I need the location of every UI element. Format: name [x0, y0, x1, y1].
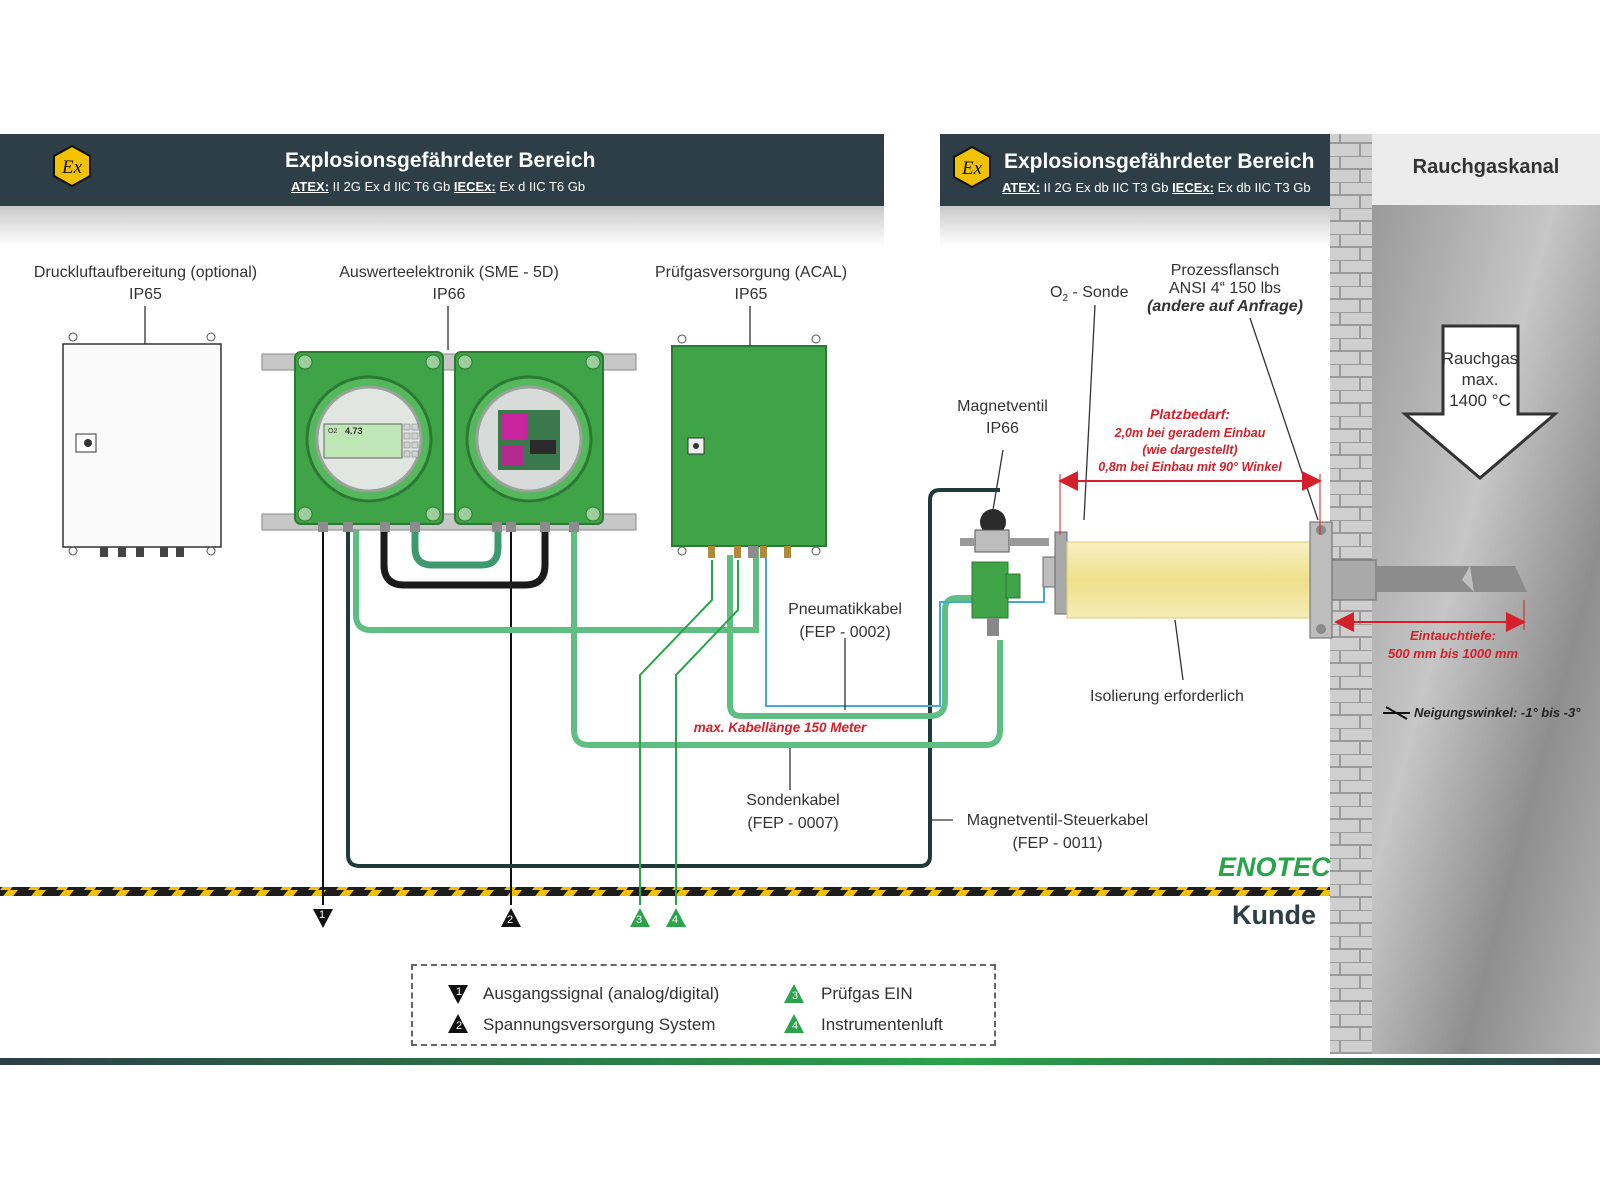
- duct-title: Rauchgaskanal: [1412, 156, 1560, 178]
- pneumatic-cable-label: Pneumatikkabel(FEP - 0002): [788, 601, 902, 641]
- cable-internal-black: [380, 518, 549, 589]
- space-title: Platzbedarf:: [1149, 406, 1231, 422]
- banner-left-title: Explosionsgefährdeter Bereich: [285, 149, 596, 172]
- cable-pneumatic-loop: [353, 518, 759, 633]
- banner-left: Ex Explosionsgefährdeter Bereich ATEX: I…: [0, 134, 884, 206]
- banner-left-shadow: [0, 206, 884, 246]
- banner-right-shadow: [940, 206, 1330, 246]
- ex-hazard-icon: Ex: [953, 145, 991, 189]
- gas-flow-arrow: [1400, 324, 1560, 480]
- legend-triangle-4: [784, 1014, 804, 1033]
- electronics-label: Auswerteelektronik (SME - 5D)IP66: [339, 264, 559, 303]
- display-value: 4.73: [345, 426, 363, 436]
- immersion-label: Eintauchtiefe:500 mm bis 1000 mm: [1387, 628, 1519, 661]
- legend-num-1: 1: [456, 986, 463, 998]
- insulation-label: Isolierung erforderlich: [1090, 688, 1244, 705]
- conn-num-1: 1: [319, 909, 326, 921]
- legend-label-1: Ausgangssignal (analog/digital): [483, 984, 720, 1003]
- space-details: 2,0m bei geradem Einbau(wie dargestellt)…: [1098, 426, 1282, 474]
- testgas-cabinet: [671, 334, 827, 558]
- compressed-air-cabinet: [62, 332, 222, 557]
- conn-num-3: 3: [636, 914, 643, 926]
- conn-triangle-1: [313, 909, 333, 928]
- legend-triangle-2: [448, 1014, 468, 1033]
- banner-right-rating: ATEX: II 2G Ex db IIC T3 Gb IECEx: Ex db…: [1002, 180, 1311, 195]
- legend-label-2: Spannungsversorgung System: [483, 1015, 716, 1034]
- electronics-cable-glands: [318, 522, 579, 532]
- electronics-enclosure-display: [294, 351, 444, 525]
- probe-label: O2 - Sonde: [1050, 284, 1129, 305]
- cable-pneumatic: [727, 555, 975, 719]
- conn-triangle-3: [630, 908, 650, 927]
- svg-text:Ex: Ex: [961, 158, 983, 179]
- line-testgas: [639, 560, 713, 905]
- inclination-label: Neigungswinkel: -1° bis -3°: [1414, 705, 1581, 720]
- duct-header: [1372, 134, 1600, 205]
- ex-hazard-icon: Ex: [53, 144, 91, 188]
- customer-zone-label: Kunde: [1232, 900, 1316, 930]
- max-cable-length: max. Kabellänge 150 Meter: [693, 720, 867, 735]
- solenoid-cable-label: Magnetventil-Steuerkabel(FEP - 0011): [966, 812, 1149, 852]
- solenoid-valve: [960, 509, 1049, 636]
- conn-triangle-2: [501, 908, 521, 927]
- zone-divider-stripe: [0, 887, 1330, 896]
- legend-num-4: 4: [792, 1020, 799, 1032]
- cable-pneumatic-blue: [765, 555, 1045, 707]
- cable-solenoid-control: [346, 488, 1000, 868]
- banner-left-rating: ATEX: II 2G Ex d IIC T6 Gb IECEx: Ex d I…: [291, 179, 586, 194]
- legend-triangle-3: [784, 984, 804, 1003]
- legend-box: 1 Ausgangssignal (analog/digital) 2 Span…: [411, 964, 996, 1046]
- svg-text:Ex: Ex: [61, 157, 83, 178]
- legend-label-4: Instrumentenluft: [821, 1015, 943, 1034]
- inclination-icon: [1383, 706, 1410, 720]
- electronics-enclosure-board: [454, 351, 604, 525]
- legend-num-3: 3: [792, 990, 799, 1002]
- cable-internal-green: [411, 518, 502, 569]
- o2-probe: [1042, 521, 1527, 639]
- conn-num-2: 2: [507, 914, 514, 926]
- banner-right-title: Explosionsgefährdeter Bereich: [1004, 150, 1315, 173]
- legend-label-3: Prüfgas EIN: [821, 984, 913, 1003]
- display-o2: O2: [328, 428, 338, 435]
- flange-label: Prozessflansch ANSI 4“ 150 lbs (andere a…: [1147, 262, 1303, 315]
- line-instrument-air: [675, 560, 739, 905]
- conn-num-4: 4: [672, 914, 679, 926]
- testgas-label: Prüfgasversorgung (ACAL)IP65: [654, 264, 848, 303]
- supplier-zone-label: ENOTEC: [1218, 852, 1331, 882]
- cable-probe: [571, 518, 1003, 748]
- compressed-air-label: Druckluftaufbereitung (optional)IP65: [33, 264, 258, 303]
- legend-triangle-1: [448, 985, 468, 1004]
- legend-num-2: 2: [456, 1020, 463, 1032]
- conn-triangle-4: [666, 908, 686, 927]
- bottom-bar: [0, 1058, 1600, 1065]
- probe-cable-label: Sondenkabel(FEP - 0007): [746, 792, 840, 832]
- banner-right: Ex Explosionsgefährdeter Bereich ATEX: I…: [940, 134, 1330, 206]
